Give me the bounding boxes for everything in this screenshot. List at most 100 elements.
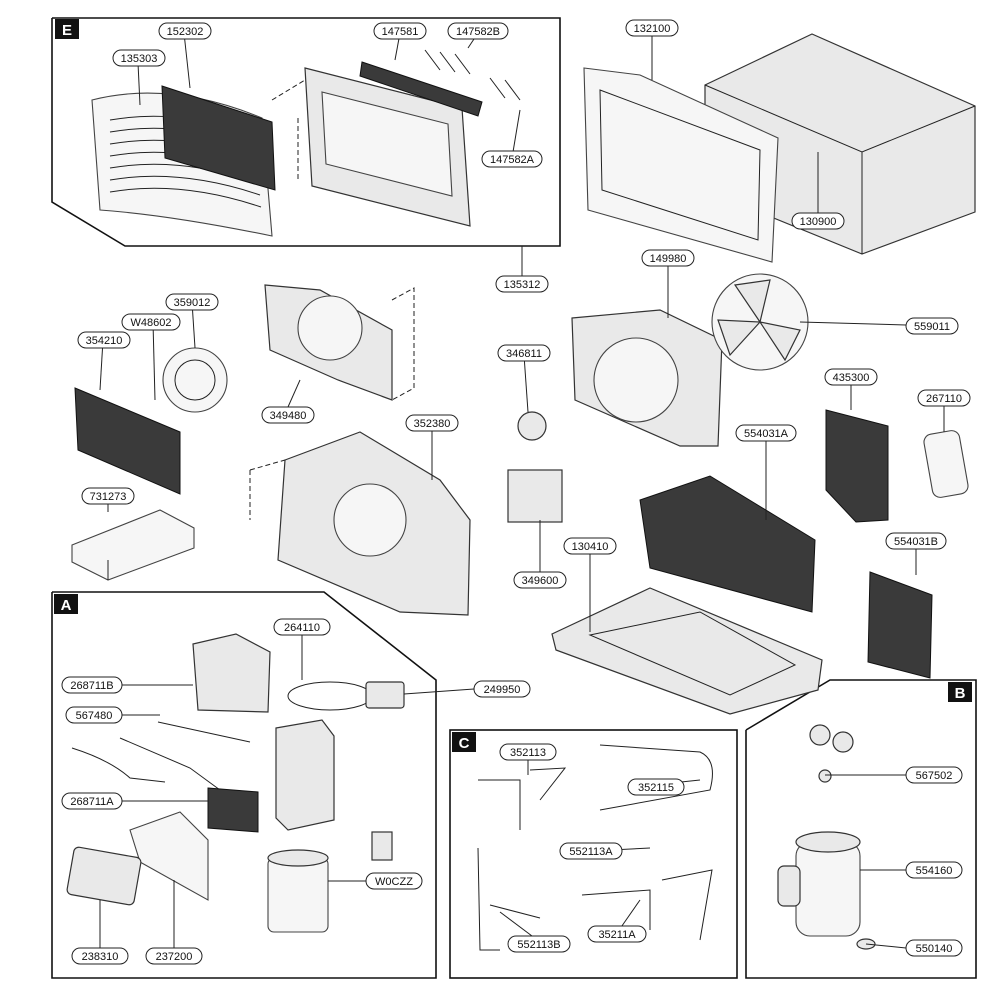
electrical-box-drawing <box>275 719 335 831</box>
part-label-352113: 352113 <box>499 743 557 761</box>
svg-text:346811: 346811 <box>506 348 542 360</box>
base-bracket-drawing <box>249 431 471 616</box>
part-label-554031a: 554031A <box>735 424 797 442</box>
svg-text:238310: 238310 <box>82 951 119 963</box>
part-label-268711a: 268711A <box>61 792 123 810</box>
svg-text:435300: 435300 <box>833 372 870 384</box>
svg-text:147581: 147581 <box>382 26 419 38</box>
section-tag-c: C <box>452 732 476 752</box>
svg-text:559011: 559011 <box>914 321 950 333</box>
control-panel-drawing <box>129 811 209 901</box>
part-label-130900: 130900 <box>791 212 845 230</box>
svg-text:352113: 352113 <box>510 747 546 759</box>
part-label-238310: 238310 <box>71 947 129 965</box>
evaporator-coil-drawing <box>74 387 181 495</box>
part-label-149980: 149980 <box>641 249 695 267</box>
part-label-435300: 435300 <box>824 368 878 386</box>
section-e-frame <box>51 17 561 247</box>
part-label-152302: 152302 <box>158 22 212 40</box>
svg-text:147582A: 147582A <box>490 154 535 166</box>
power-cord-drawing <box>287 681 405 711</box>
section-tag-a: A <box>54 594 78 614</box>
part-label-132100: 132100 <box>625 19 679 37</box>
part-label-731273: 731273 <box>81 487 135 505</box>
svg-text:130410: 130410 <box>572 541 609 553</box>
svg-text:552113A: 552113A <box>569 846 613 858</box>
svg-text:147582B: 147582B <box>456 26 500 38</box>
remote-control-drawing <box>923 430 969 498</box>
part-label-147582a: 147582A <box>481 150 543 168</box>
section-tag-e-text: E <box>62 22 72 39</box>
front-gasket-frame-drawing <box>583 67 779 263</box>
svg-text:135312: 135312 <box>504 279 541 291</box>
wire-harness-drawing <box>71 721 251 791</box>
air-filter-drawing <box>161 85 276 191</box>
part-labels: 135303 152302 147581 147582B 147582A 135… <box>61 19 971 965</box>
part-label-352380: 352380 <box>405 414 459 432</box>
part-label-35211a: 35211A <box>587 925 647 943</box>
motor-drawing <box>507 411 563 523</box>
blower-wheel-drawing <box>162 347 228 413</box>
svg-text:264110: 264110 <box>284 622 320 634</box>
part-label-237200: 237200 <box>145 947 203 965</box>
pcb-drawing <box>207 787 259 833</box>
side-panel-drawing <box>867 571 933 679</box>
part-label-554031b: 554031B <box>885 532 947 550</box>
part-label-349600: 349600 <box>513 571 567 589</box>
section-a-frame <box>51 591 437 979</box>
svg-text:359012: 359012 <box>174 297 211 309</box>
tubing-drawing <box>477 744 713 951</box>
svg-text:554160: 554160 <box>916 865 953 877</box>
section-c-frame <box>449 729 738 979</box>
part-label-147582b: 147582B <box>447 22 509 40</box>
svg-text:152302: 152302 <box>167 26 204 38</box>
svg-text:268711B: 268711B <box>70 680 113 692</box>
side-coil-drawing <box>825 409 889 523</box>
insulation-box-drawing <box>71 509 195 581</box>
svg-text:35211A: 35211A <box>598 929 636 941</box>
part-label-550140: 550140 <box>905 939 963 957</box>
svg-text:567480: 567480 <box>76 710 113 722</box>
display-cover-drawing <box>66 846 142 906</box>
section-tag-b: B <box>948 682 972 702</box>
part-label-567502: 567502 <box>905 766 963 784</box>
svg-text:149980: 149980 <box>650 253 687 265</box>
part-label-559011: 559011 <box>905 317 959 335</box>
part-label-346811: 346811 <box>497 344 551 362</box>
section-tag-b-text: B <box>955 685 966 702</box>
louver-assembly-drawing <box>359 49 521 117</box>
part-label-w48602: W48602 <box>121 313 181 331</box>
svg-text:237200: 237200 <box>156 951 193 963</box>
svg-text:267110: 267110 <box>926 393 962 405</box>
svg-text:354210: 354210 <box>86 335 123 347</box>
svg-text:268711A: 268711A <box>70 796 114 808</box>
fan-shroud-drawing <box>571 309 723 447</box>
section-b-frame <box>745 679 977 979</box>
svg-text:552113B: 552113B <box>517 939 560 951</box>
svg-text:249950: 249950 <box>484 684 521 696</box>
section-tag-c-text: C <box>459 735 470 752</box>
condenser-coil-drawing <box>639 475 816 613</box>
svg-text:132100: 132100 <box>634 23 671 35</box>
capacitor-drawing <box>267 849 329 933</box>
part-label-554160: 554160 <box>905 861 963 879</box>
part-label-135303: 135303 <box>112 49 166 67</box>
svg-text:W48602: W48602 <box>131 317 172 329</box>
section-tag-a-text: A <box>61 597 72 614</box>
part-label-135312: 135312 <box>495 275 549 293</box>
svg-text:567502: 567502 <box>916 770 953 782</box>
svg-text:130900: 130900 <box>800 216 837 228</box>
control-box-drawing <box>192 633 271 713</box>
part-label-359012: 359012 <box>165 293 219 311</box>
svg-text:731273: 731273 <box>90 491 127 503</box>
svg-text:554031B: 554031B <box>894 536 938 548</box>
part-label-552113a: 552113A <box>559 842 623 860</box>
clip-drawing <box>371 831 393 861</box>
svg-text:W0CZZ: W0CZZ <box>375 876 413 888</box>
svg-text:554031A: 554031A <box>744 428 789 440</box>
base-pan-drawing <box>551 587 823 715</box>
part-label-567480: 567480 <box>65 706 123 724</box>
part-label-349480: 349480 <box>261 406 315 424</box>
part-label-249950: 249950 <box>473 680 531 698</box>
